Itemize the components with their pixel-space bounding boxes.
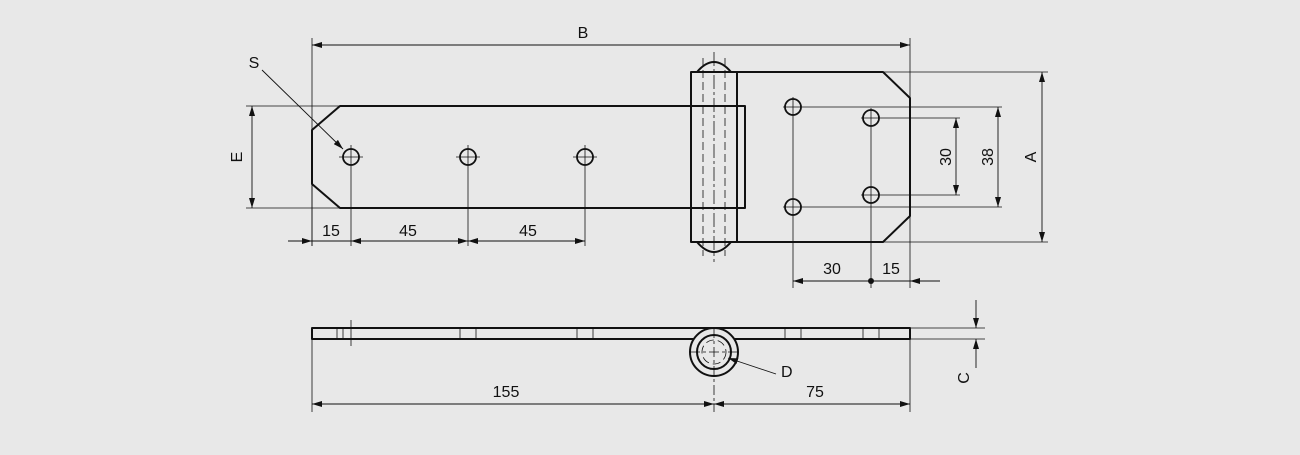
dimension-right-edge-offset: 15 bbox=[882, 261, 900, 278]
dimension-label-c: C bbox=[956, 372, 973, 384]
side-view-plate bbox=[311, 327, 911, 340]
dimension-hole-pitch-1: 45 bbox=[399, 223, 417, 240]
dimension-label-s: S bbox=[249, 55, 260, 72]
dimension-label-b: B bbox=[578, 25, 589, 42]
dimension-right-hole-spacing: 30 bbox=[823, 261, 841, 278]
short-leaf-holes bbox=[783, 97, 1002, 288]
dimension-left-offset: 15 bbox=[322, 223, 340, 240]
dimension-label-d: D bbox=[781, 364, 793, 381]
top-view-dimensions: B S E 15 45 45 30 15 30 38 A bbox=[229, 25, 1045, 284]
short-leaf-outline bbox=[737, 71, 911, 243]
knuckle-bottom-cap bbox=[696, 241, 732, 253]
dimension-label-e: E bbox=[229, 152, 246, 163]
dimension-label-a: A bbox=[1023, 151, 1040, 162]
dimension-hole-pitch-2: 45 bbox=[519, 223, 537, 240]
long-leaf-outline bbox=[311, 105, 746, 209]
dimension-inner-vertical: 30 bbox=[938, 148, 955, 166]
dimension-long-leaf-length: 155 bbox=[493, 384, 520, 401]
dimension-outer-vertical: 38 bbox=[980, 148, 997, 166]
dimension-short-leaf-length: 75 bbox=[806, 384, 824, 401]
top-view bbox=[246, 38, 1048, 288]
long-leaf-holes bbox=[339, 145, 597, 246]
side-view-dimensions: C D 155 75 bbox=[311, 300, 985, 412]
side-view bbox=[311, 320, 911, 412]
